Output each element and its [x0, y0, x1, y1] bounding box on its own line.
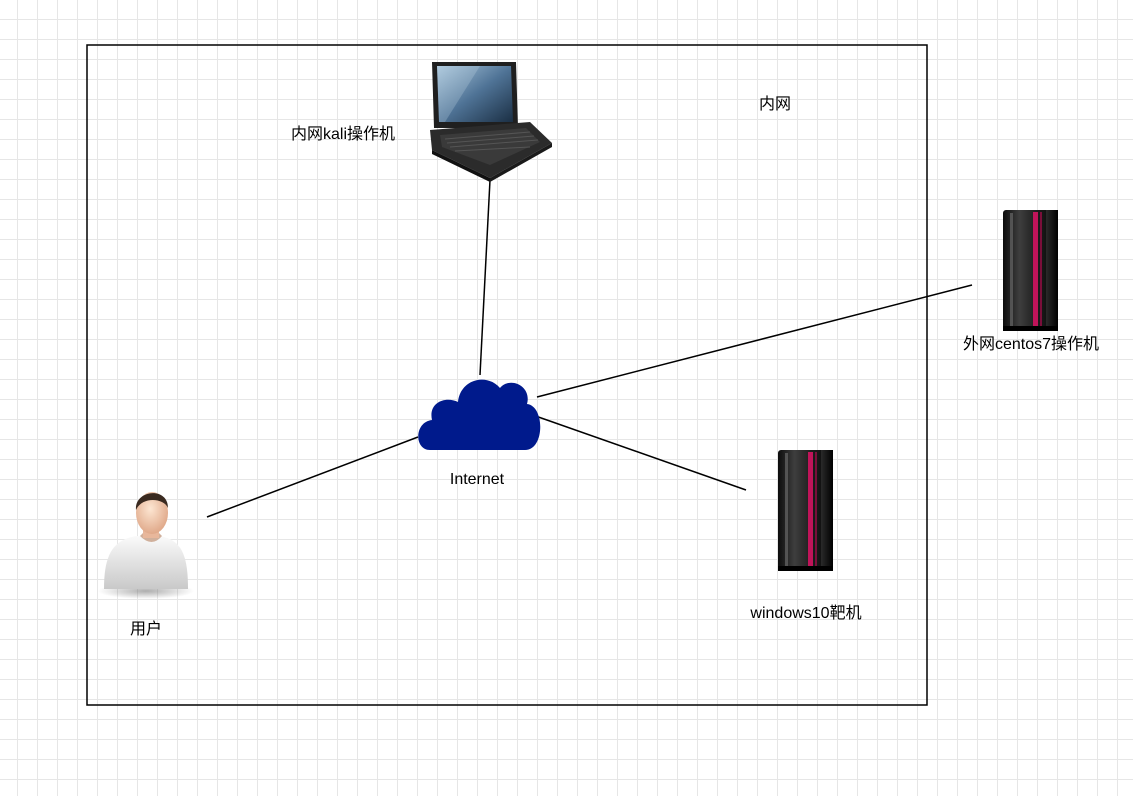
- user-label: 用户: [129, 621, 163, 638]
- zone-label: 内网: [759, 96, 792, 113]
- centos-label: 外网centos7操作机: [962, 336, 1100, 353]
- cloud-icon[interactable]: [418, 379, 541, 450]
- edge-internet-user[interactable]: [206, 436, 419, 518]
- edge-internet-centos[interactable]: [536, 284, 973, 398]
- connections: [206, 179, 973, 518]
- internet-label: Internet: [449, 471, 505, 488]
- kali-label: 内网kali操作机: [291, 126, 396, 143]
- edge-internet-win10[interactable]: [526, 412, 747, 491]
- win10-label: windows10靶机: [750, 605, 862, 622]
- intranet-zone-boundary: [86, 44, 928, 706]
- edge-internet-kali[interactable]: [479, 179, 491, 376]
- server-icon[interactable]: [1003, 210, 1058, 331]
- laptop-icon[interactable]: [430, 62, 552, 182]
- server-icon[interactable]: [778, 450, 833, 571]
- user-icon[interactable]: [98, 492, 194, 599]
